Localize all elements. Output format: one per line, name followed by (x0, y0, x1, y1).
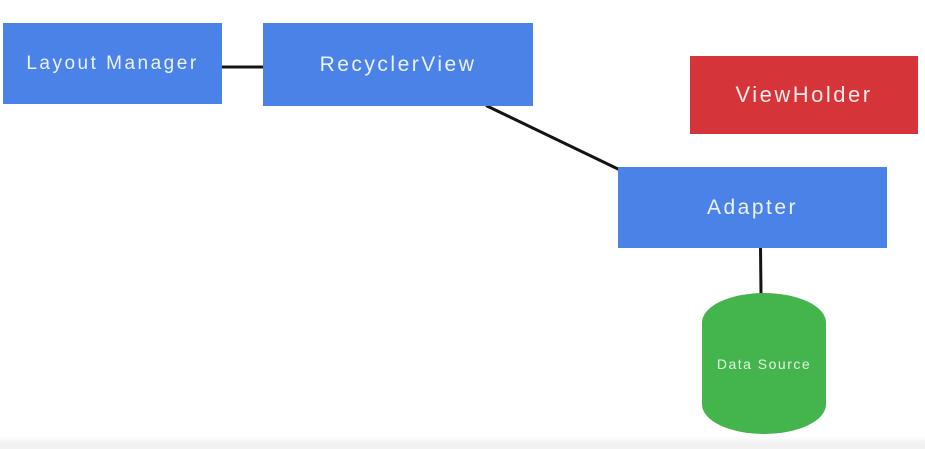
node-adapter: Adapter (618, 167, 887, 248)
node-layout-manager: Layout Manager (3, 23, 222, 104)
node-data-source: Data Source (702, 293, 826, 434)
node-layout-manager-label: Layout Manager (26, 52, 199, 74)
node-recycler-view: RecyclerView (263, 23, 533, 106)
node-recycler-view-label: RecyclerView (319, 52, 477, 76)
bottom-strip (0, 435, 925, 449)
edge-recycler-view-adapter (485, 104, 620, 171)
node-data-source-label: Data Source (716, 355, 812, 372)
node-view-holder-label: ViewHolder (735, 82, 873, 107)
node-view-holder: ViewHolder (690, 56, 918, 134)
edge-adapter-data-source (759, 245, 763, 295)
node-adapter-label: Adapter (706, 195, 799, 219)
